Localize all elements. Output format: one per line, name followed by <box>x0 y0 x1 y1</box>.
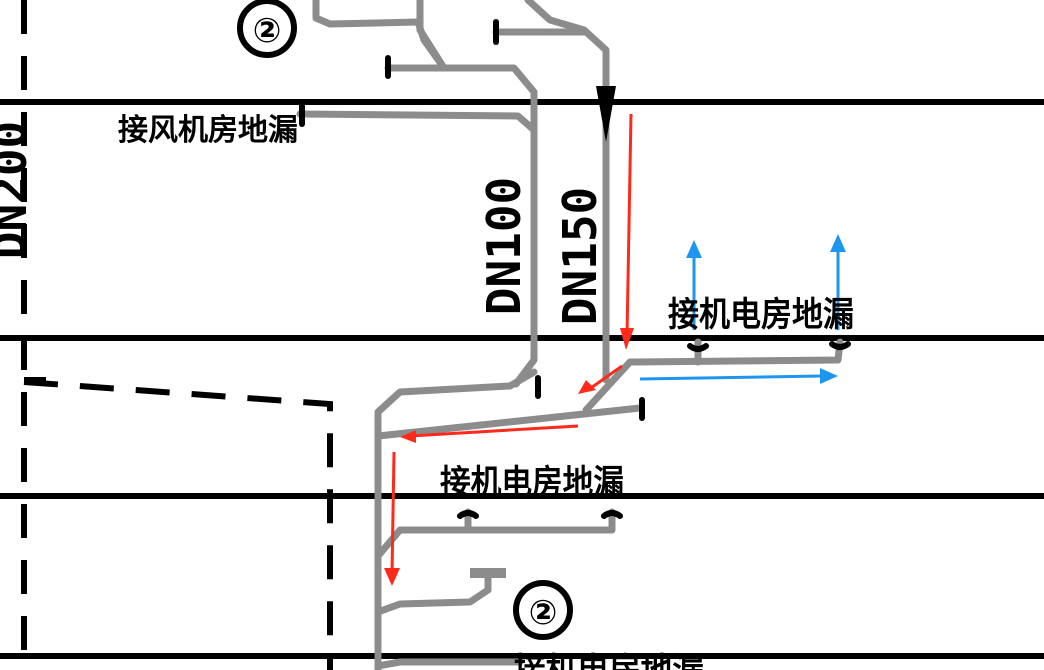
blue-arrows <box>639 234 846 384</box>
red-arrow-down2-line <box>390 451 396 575</box>
label-electromech-room-drain-bottom: 接机电房地漏 <box>514 651 704 670</box>
red-arrow-left-line <box>409 424 579 438</box>
pipe-end-caps <box>299 19 851 519</box>
flow-direction-arrow-black <box>596 86 616 142</box>
red-arrow-diag-line <box>587 364 623 392</box>
pipe-main-2 <box>374 404 644 440</box>
dashed-boundary <box>23 379 333 670</box>
circle-marker-top-label: ② <box>253 11 282 51</box>
label-dn200: DN200 <box>0 121 37 259</box>
label-fan-room-drain: 接风机房地漏 <box>118 113 298 148</box>
red-arrow-down-head <box>620 328 634 350</box>
circle-marker-bottom-label: ② <box>529 593 558 633</box>
pipe-lower-1 <box>374 508 616 560</box>
red-arrow-diag-head <box>578 380 596 394</box>
dashed-lines <box>21 0 333 670</box>
cap-612 <box>601 510 623 519</box>
red-arrow-left-head <box>400 430 416 443</box>
floor-drain-symbol <box>470 568 506 578</box>
circle-marker-top: ② <box>237 0 297 58</box>
circle-marker-bottom: ② <box>513 580 573 640</box>
pipe-main <box>374 368 538 670</box>
blue-arrow-up2-head <box>830 234 846 252</box>
pipe-top-left-2 <box>416 0 448 72</box>
cap-698 <box>687 343 709 352</box>
pipe-fan-room-drain <box>296 110 538 134</box>
red-arrow-down2-head <box>384 568 400 586</box>
pipe-bottom <box>374 658 524 670</box>
label-electromech-room-drain-right: 接机电房地漏 <box>668 295 854 335</box>
blue-arrow-right-line <box>639 374 823 381</box>
red-arrows <box>384 113 634 586</box>
red-arrow-down-line <box>625 113 633 337</box>
cap-468 <box>457 510 479 519</box>
cap-840 <box>829 341 851 350</box>
label-dn150: DN150 <box>553 187 607 325</box>
label-dn100: DN100 <box>477 177 531 315</box>
pipe-branch-right <box>582 338 844 414</box>
blue-arrow-right-head <box>820 368 838 384</box>
pipes <box>296 0 844 670</box>
label-electromech-room-drain-center: 接机电房地漏 <box>440 463 624 503</box>
floor-lines <box>0 99 1044 659</box>
blue-arrow-up1-head <box>686 240 702 258</box>
pipe-lower-2 <box>374 568 492 616</box>
